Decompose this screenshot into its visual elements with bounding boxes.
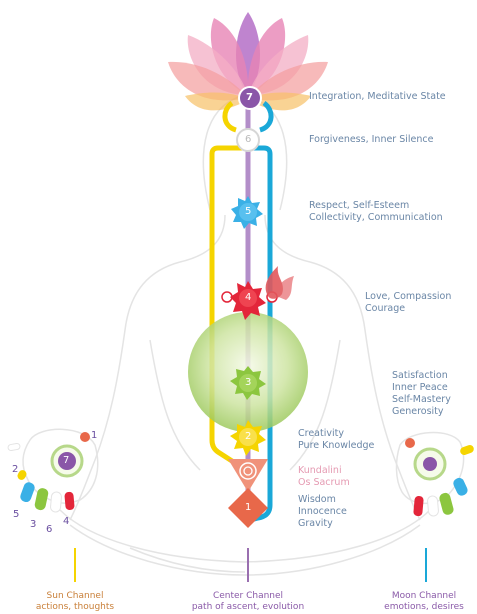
left-hand-finger-3: 3 xyxy=(30,519,36,530)
chakra-7-label: Integration, Meditative State xyxy=(309,91,446,103)
moon-channel-label: Moon Channel emotions, desires xyxy=(372,591,476,613)
chakra-1-number: 1 xyxy=(245,502,251,513)
left-hand-finger-5: 5 xyxy=(13,509,19,520)
chakra-4-number: 4 xyxy=(245,292,251,303)
left-hand-finger-2: 2 xyxy=(12,464,18,475)
chakra-5-number: 5 xyxy=(245,206,251,217)
chakra-1-label: Wisdom Innocence Gravity xyxy=(298,494,347,530)
chakra-6-number: 6 xyxy=(245,134,251,145)
chakra-3-label: Satisfaction Inner Peace Self-Mastery Ge… xyxy=(392,370,451,418)
chakra-5-label: Respect, Self-Esteem Collectivity, Commu… xyxy=(309,200,443,224)
sun-channel-label: Sun Channel actions, thoughts xyxy=(15,591,135,613)
left-hand-center-number: 7 xyxy=(63,455,69,466)
left-hand-finger-6: 6 xyxy=(46,524,52,535)
left-hand-finger-1: 1 xyxy=(91,430,97,441)
left-hand-icon xyxy=(8,429,98,512)
chakra-2-label: Creativity Pure Knowledge xyxy=(298,428,374,452)
chakra-7-number: 7 xyxy=(246,92,253,103)
chakra-3-number: 3 xyxy=(245,377,251,388)
right-hand-icon xyxy=(396,433,474,517)
chakra-2-number: 2 xyxy=(245,431,251,442)
chakra-4-label: Love, Compassion Courage xyxy=(365,291,451,315)
left-hand-finger-4: 4 xyxy=(63,516,69,527)
chakra-6-label: Forgiveness, Inner Silence xyxy=(309,134,433,146)
kundalini-icon xyxy=(228,459,268,492)
center-channel-label: Center Channel path of ascent, evolution xyxy=(168,591,328,613)
kundalini-label: Kundalini Os Sacrum xyxy=(298,465,350,489)
